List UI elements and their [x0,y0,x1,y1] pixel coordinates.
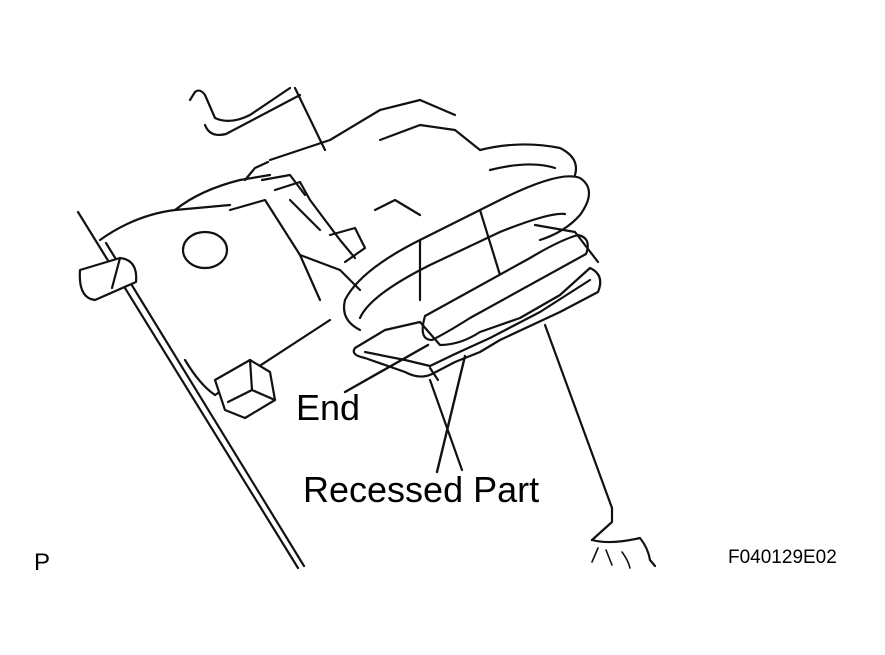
spring-end [421,233,589,342]
leader-end [343,343,430,394]
leader-recessed-part [435,354,467,474]
spring-seat-bracket [188,86,482,302]
callout-end: End [296,387,361,428]
mount-boss [181,230,229,270]
callout-recessed-part: Recessed Part [303,469,540,510]
strut-lower-lines [428,323,657,569]
figure-id: F040129E02 [728,547,837,568]
nut-lower [213,358,277,420]
bolt-stub-left [78,256,138,302]
shock-absorber-body [76,173,332,570]
spring-insulator [352,223,602,382]
coil-spring [342,143,591,332]
view-marker: P [34,549,51,576]
